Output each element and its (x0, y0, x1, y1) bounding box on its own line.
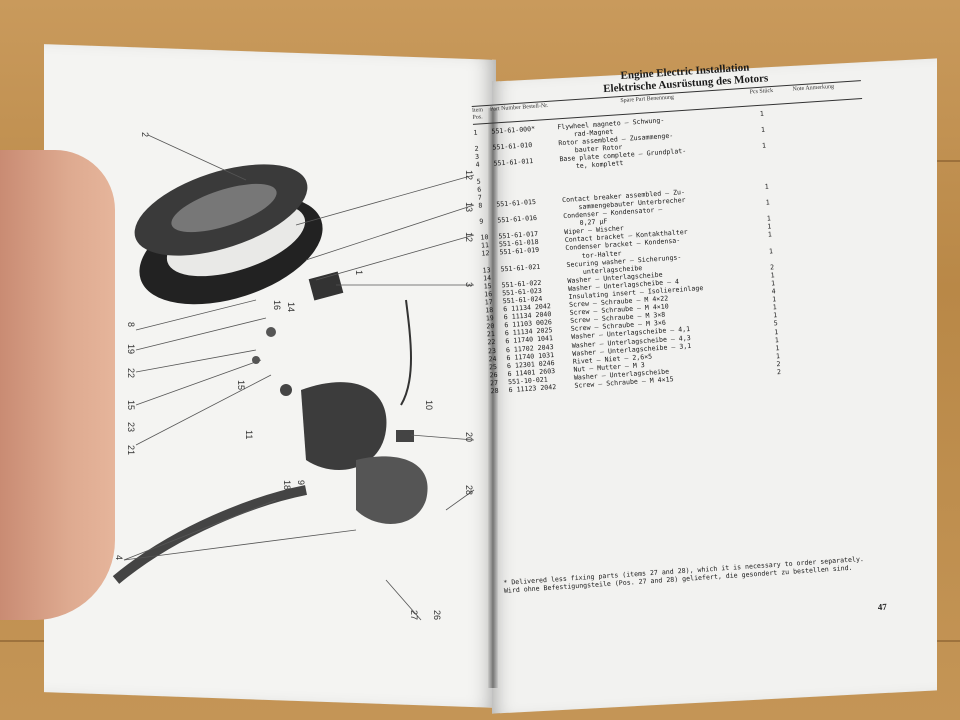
open-book (40, 44, 940, 714)
row-item-pos: 9 (479, 217, 484, 226)
callout-16: 16 (272, 300, 282, 310)
page-number: 47 (877, 601, 888, 613)
leader-lines (123, 134, 475, 621)
row-item-pos: 5 6 7 (476, 177, 483, 202)
callout-18: 18 (282, 480, 292, 490)
row-item-pos: 4 (475, 160, 480, 170)
exploded-parts-diagram: 2 12 13 12 3 16 14 8 19 22 15 15 23 21 1… (112, 132, 475, 621)
footnote: * Delivered less fixing parts (items 27 … (503, 554, 883, 595)
callout-12: 12 (464, 170, 474, 180)
callout-11: 11 (244, 430, 254, 439)
row-item-pos: 28 (490, 386, 499, 396)
callout-12b: 12 (464, 232, 474, 242)
row-item-pos: 12 (481, 249, 490, 259)
callout-21: 21 (126, 445, 136, 455)
callout-10: 10 (424, 400, 434, 410)
callout-1: 1 (354, 270, 364, 275)
callout-26: 26 (432, 610, 442, 620)
callout-27: 27 (409, 610, 419, 620)
header-pcs: Pcs Stück (749, 87, 774, 96)
callout-3: 3 (464, 282, 474, 287)
header-part-number: Part Number Bestell-Nr. (489, 102, 549, 113)
row-pcs (750, 157, 782, 183)
row-item-pos: 2 3 (474, 144, 480, 162)
callout-13: 13 (464, 202, 474, 212)
callout-20: 20 (464, 432, 474, 442)
book-gutter (488, 108, 498, 688)
base-plate-drawing (112, 271, 428, 584)
hand (0, 150, 115, 620)
row-item-pos: 8 (478, 201, 483, 210)
row-item-pos: 1 (473, 128, 478, 137)
callout-15a: 15 (236, 380, 246, 390)
callout-15: 15 (126, 400, 136, 410)
callout-23: 23 (126, 422, 136, 432)
callout-8: 8 (126, 322, 136, 327)
callout-19: 19 (126, 344, 136, 354)
row-pcs: 2 (776, 368, 782, 377)
callout-2: 2 (140, 132, 150, 137)
parts-list-page: Engine Electric Installation Elektrische… (470, 54, 898, 669)
flywheel-drawing (134, 164, 323, 305)
header-item-pos: Item Pos. (471, 107, 484, 121)
row-item-pos: 13 14 (482, 265, 492, 283)
callout-14: 14 (286, 302, 296, 312)
callout-28a: 28 (464, 485, 474, 495)
callout-9: 9 (296, 480, 306, 485)
callout-numbers: 2 12 13 12 3 16 14 8 19 22 15 15 23 21 1… (114, 132, 474, 620)
callout-22: 22 (126, 368, 136, 378)
callout-4: 4 (114, 555, 124, 560)
